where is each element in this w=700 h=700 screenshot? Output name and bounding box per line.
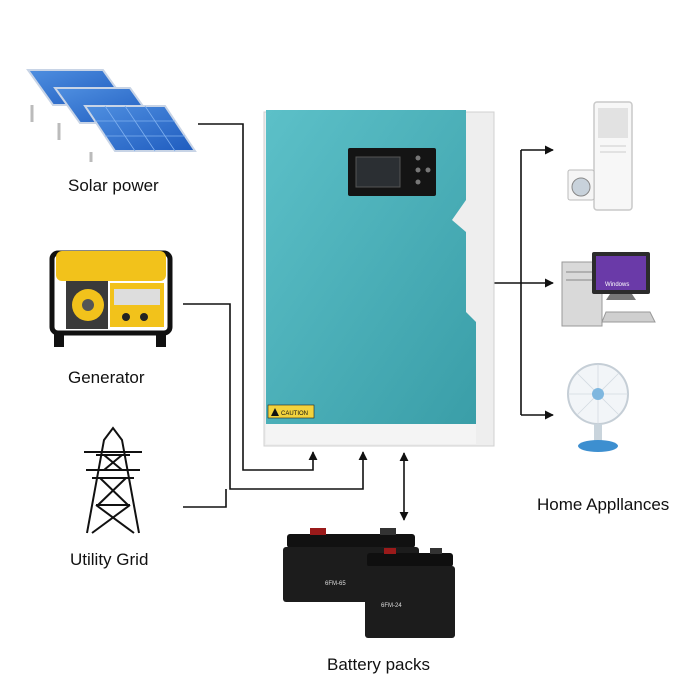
solar-to-inverter-line bbox=[198, 123, 318, 471]
computer-icon: Windows bbox=[561, 252, 656, 327]
battery-small-model: 6FM-24 bbox=[381, 603, 402, 609]
generator-label: Generator bbox=[68, 368, 145, 387]
caution-sticker bbox=[267, 404, 315, 419]
transmission-tower-icon bbox=[84, 426, 142, 534]
home-appliances-label: Home Appllances bbox=[537, 495, 670, 514]
caution-text: CAUTION bbox=[281, 411, 308, 417]
solar-panel-icon bbox=[26, 69, 197, 162]
inverter-icon: CAUTION bbox=[263, 110, 495, 447]
monitor-text: Windows bbox=[605, 282, 629, 288]
utility-grid-label: Utility Grid bbox=[70, 550, 149, 569]
connection-lines bbox=[183, 123, 554, 521]
air-conditioner-icon bbox=[567, 101, 633, 211]
battery-small: 6FM-24 bbox=[365, 548, 455, 638]
generator-to-inverter-line bbox=[183, 303, 368, 490]
solar-power-label: Solar power bbox=[68, 176, 159, 195]
grid-to-inverter-line bbox=[183, 489, 227, 508]
fan-icon bbox=[567, 363, 629, 452]
battery-packs-label: Battery packs bbox=[327, 655, 430, 674]
battery-icon: 6FM-65 6FM-24 bbox=[283, 528, 455, 638]
battery-large-model: 6FM-65 bbox=[325, 581, 346, 587]
generator-icon bbox=[49, 250, 173, 347]
